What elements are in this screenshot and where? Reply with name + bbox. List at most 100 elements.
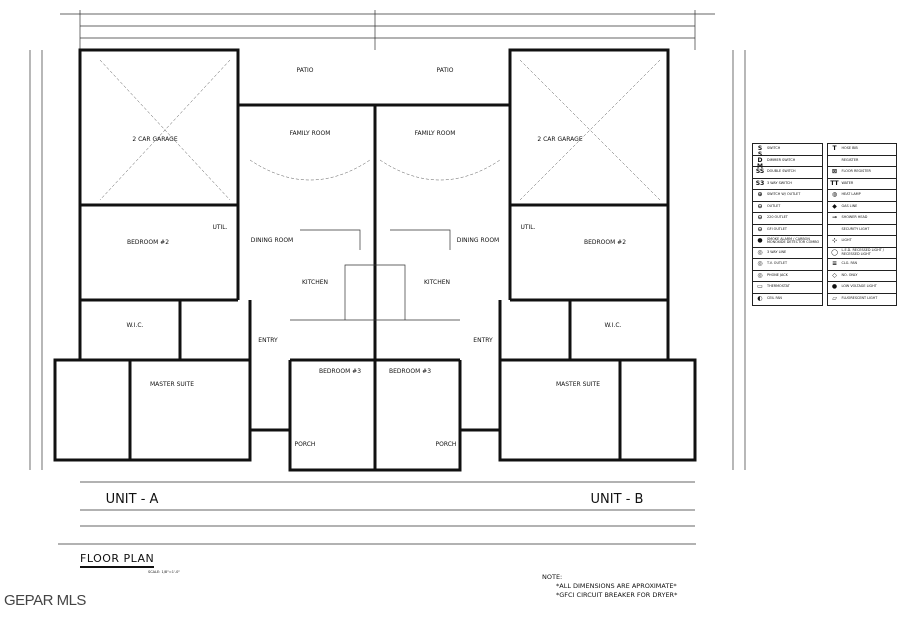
legend-item: T HOSE BIB xyxy=(827,144,896,156)
legend-symbol-icon: ◇ xyxy=(832,271,837,279)
room-label: BEDROOM #3 xyxy=(319,368,361,375)
legend-label: SHOWER HEAD xyxy=(841,215,868,220)
legend-symbol-icon: ● xyxy=(757,237,763,245)
legend-label: WATER xyxy=(841,180,854,185)
legend-item: ⊖ GFI OUTLET xyxy=(753,225,822,236)
legend-item: ⊹LIGHT xyxy=(827,236,896,248)
legend-label: GFI OUTLET xyxy=(767,226,787,231)
legend-label: OUTLET xyxy=(767,203,781,208)
legend-label: GAS LINE xyxy=(841,203,858,208)
drawing-title: FLOOR PLAN xyxy=(80,552,155,568)
legend-symbol-icon: TT xyxy=(830,179,839,187)
room-label: 2 CAR GARAGE xyxy=(537,136,582,143)
room-label: FAMILY ROOM xyxy=(290,130,331,137)
room-label: MASTER SUITE xyxy=(556,381,600,388)
room-label: KITCHEN xyxy=(424,279,450,286)
room-label: DINING ROOM xyxy=(251,237,293,244)
legend-label: SMOKE ALARM / CARBON MONOXIDE DETECTOR C… xyxy=(767,236,820,245)
legend-item: ● SMOKE ALARM / CARBON MONOXIDE DETECTOR … xyxy=(753,236,822,248)
legend-label: 220 OUTLET xyxy=(767,215,788,220)
room-labels: PATIO PATIO FAMILY ROOM FAMILY ROOM 2 CA… xyxy=(106,67,644,507)
legend-item: ◆ GAS LINE xyxy=(827,202,896,213)
room-label: 2 CAR GARAGE xyxy=(132,136,177,143)
room-label: UTIL. xyxy=(520,224,535,231)
room-label: W.I.C. xyxy=(127,322,144,329)
room-label: FAMILY ROOM xyxy=(415,130,456,137)
legend-symbol-icon: ● xyxy=(831,283,838,291)
unit-b-label: UNIT - B xyxy=(591,492,644,507)
legend-item: ⊖ OUTLET xyxy=(753,202,822,213)
watermark: GEPAR MLS xyxy=(4,592,86,609)
legend-item: ◇NO. ONLY xyxy=(827,271,896,282)
legend-item: ◎PHONE JACK xyxy=(753,271,822,282)
legend-symbol-icon: ▭ xyxy=(757,283,763,291)
legend-symbol-icon: ◆ xyxy=(832,202,837,210)
legend-symbol-icon: SS xyxy=(755,168,765,176)
legend-symbol-icon: ⊸ xyxy=(831,214,838,222)
legend-label: DOUBLE SWITCH xyxy=(767,169,796,174)
legend-item: ▱FLUORESCENT LIGHT xyxy=(828,294,897,306)
legend-symbol-icon: ◍ xyxy=(831,191,838,199)
legend-label: SECURITY LIGHT xyxy=(841,226,870,231)
legend-label: SWITCH xyxy=(767,146,781,151)
note-line: *GFCI CIRCUIT BREAKER FOR DRYER* xyxy=(556,591,678,599)
legend-item: ◐ CEIL FAN xyxy=(753,294,822,306)
legend-label: FLUORESCENT LIGHT xyxy=(841,296,878,301)
walls xyxy=(53,48,697,472)
notes: NOTE: *ALL DIMENSIONS ARE APROXIMATE* *G… xyxy=(542,573,677,600)
legend-symbol-icon: ⊖ xyxy=(757,225,763,233)
legend-item: SECURITY LIGHT xyxy=(827,225,896,236)
dimension-lines xyxy=(29,10,746,545)
room-label: BEDROOM #2 xyxy=(127,239,169,246)
legend-label: LOW VOLTAGE LIGHT xyxy=(841,284,877,289)
legend-label: HOSE BIB xyxy=(841,146,858,151)
legend-symbol-icon: ◐ xyxy=(757,295,763,303)
legend-label: SWITCH W/ OUTLET xyxy=(767,192,801,197)
legend-symbol-icon: ⊖ xyxy=(757,202,763,210)
legend-label: FLOOR REGISTER xyxy=(841,169,871,174)
legend-symbol-icon: ≡ xyxy=(831,260,838,268)
legend-item: REGISTER xyxy=(827,156,896,167)
drawing-scale: SCALE: 1/8"=1'-0" xyxy=(148,570,180,574)
legend-label: THERMOSTAT xyxy=(767,284,790,289)
legend-item: ⊸SHOWER HEAD xyxy=(827,213,896,225)
unit-a-label: UNIT - A xyxy=(106,492,159,507)
legend-label: REGISTER xyxy=(841,157,859,162)
room-label: PATIO xyxy=(296,67,313,74)
legend-item: ◎T.V. OUTLET xyxy=(753,259,822,271)
legend-item: ◎3 WAY LINE xyxy=(753,248,822,259)
legend-symbol-icon: ◯ xyxy=(831,248,838,256)
room-label: ENTRY xyxy=(258,337,278,344)
legend-item: ⊠FLOOR REGISTER xyxy=(827,167,896,179)
legend-symbol-icon: ◎ xyxy=(757,248,763,256)
legend-label: L.E.D. RECESSED LIGHT / RECESSED LIGHT xyxy=(841,248,884,256)
legend-item: ⊕ SWITCH W/ OUTLET xyxy=(753,190,822,202)
room-label: PORCH xyxy=(295,441,316,448)
legend-symbol-icon: ⊖ xyxy=(757,214,763,222)
legend-symbol-icon: ⊕ xyxy=(757,191,763,199)
legend-label: DIMMER SWITCH xyxy=(767,157,796,162)
note-line: *ALL DIMENSIONS ARE APROXIMATE* xyxy=(556,582,677,590)
legend-symbol-icon: T xyxy=(832,145,837,153)
room-label: ENTRY xyxy=(473,337,493,344)
legend-label: CEIL FAN xyxy=(767,296,782,301)
legend-item: ●LOW VOLTAGE LIGHT xyxy=(827,282,896,294)
legend-item: ⊖ 220 OUTLET xyxy=(753,213,822,225)
room-label: BEDROOM #2 xyxy=(584,239,626,246)
legend-item: ≡CLG. FAN xyxy=(827,259,896,271)
legend-symbol-icon: ◎ xyxy=(757,260,763,268)
legend-label: HEAT LAMP xyxy=(841,192,861,197)
room-label: W.I.C. xyxy=(605,322,622,329)
room-label: PATIO xyxy=(436,67,453,74)
legend-symbol-icon: ⊠ xyxy=(831,168,838,176)
room-label: BEDROOM #3 xyxy=(389,368,431,375)
room-label: UTIL. xyxy=(212,224,227,231)
